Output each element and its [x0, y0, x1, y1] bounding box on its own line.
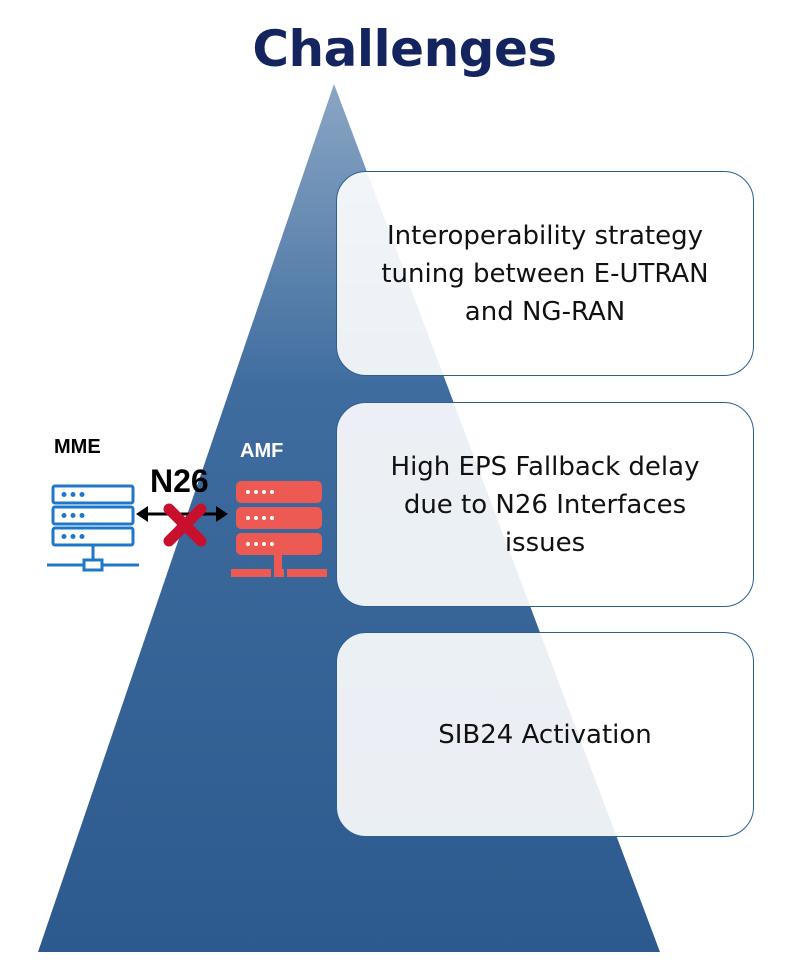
challenge-text: SIB24 Activation — [438, 719, 652, 750]
challenge-box-eps-fallback: High EPS Fallback delay due to N26 Inter… — [336, 402, 754, 607]
challenge-box-sib24: SIB24 Activation — [336, 632, 754, 837]
challenge-text: Interoperability strategy tuning between… — [381, 220, 709, 327]
page-title: Challenges — [252, 20, 557, 78]
challenge-text: High EPS Fallback delay due to N26 Inter… — [390, 451, 700, 558]
mme-server-icon — [47, 484, 139, 572]
red-x-icon — [163, 503, 207, 547]
n26-label: N26 — [150, 463, 209, 499]
n26-link-arrow-icon — [136, 506, 228, 522]
mme-label: MME — [54, 436, 101, 458]
amf-label: AMF — [240, 440, 284, 462]
challenge-box-interoperability: Interoperability strategy tuning between… — [336, 171, 754, 376]
amf-server-icon — [231, 481, 327, 577]
